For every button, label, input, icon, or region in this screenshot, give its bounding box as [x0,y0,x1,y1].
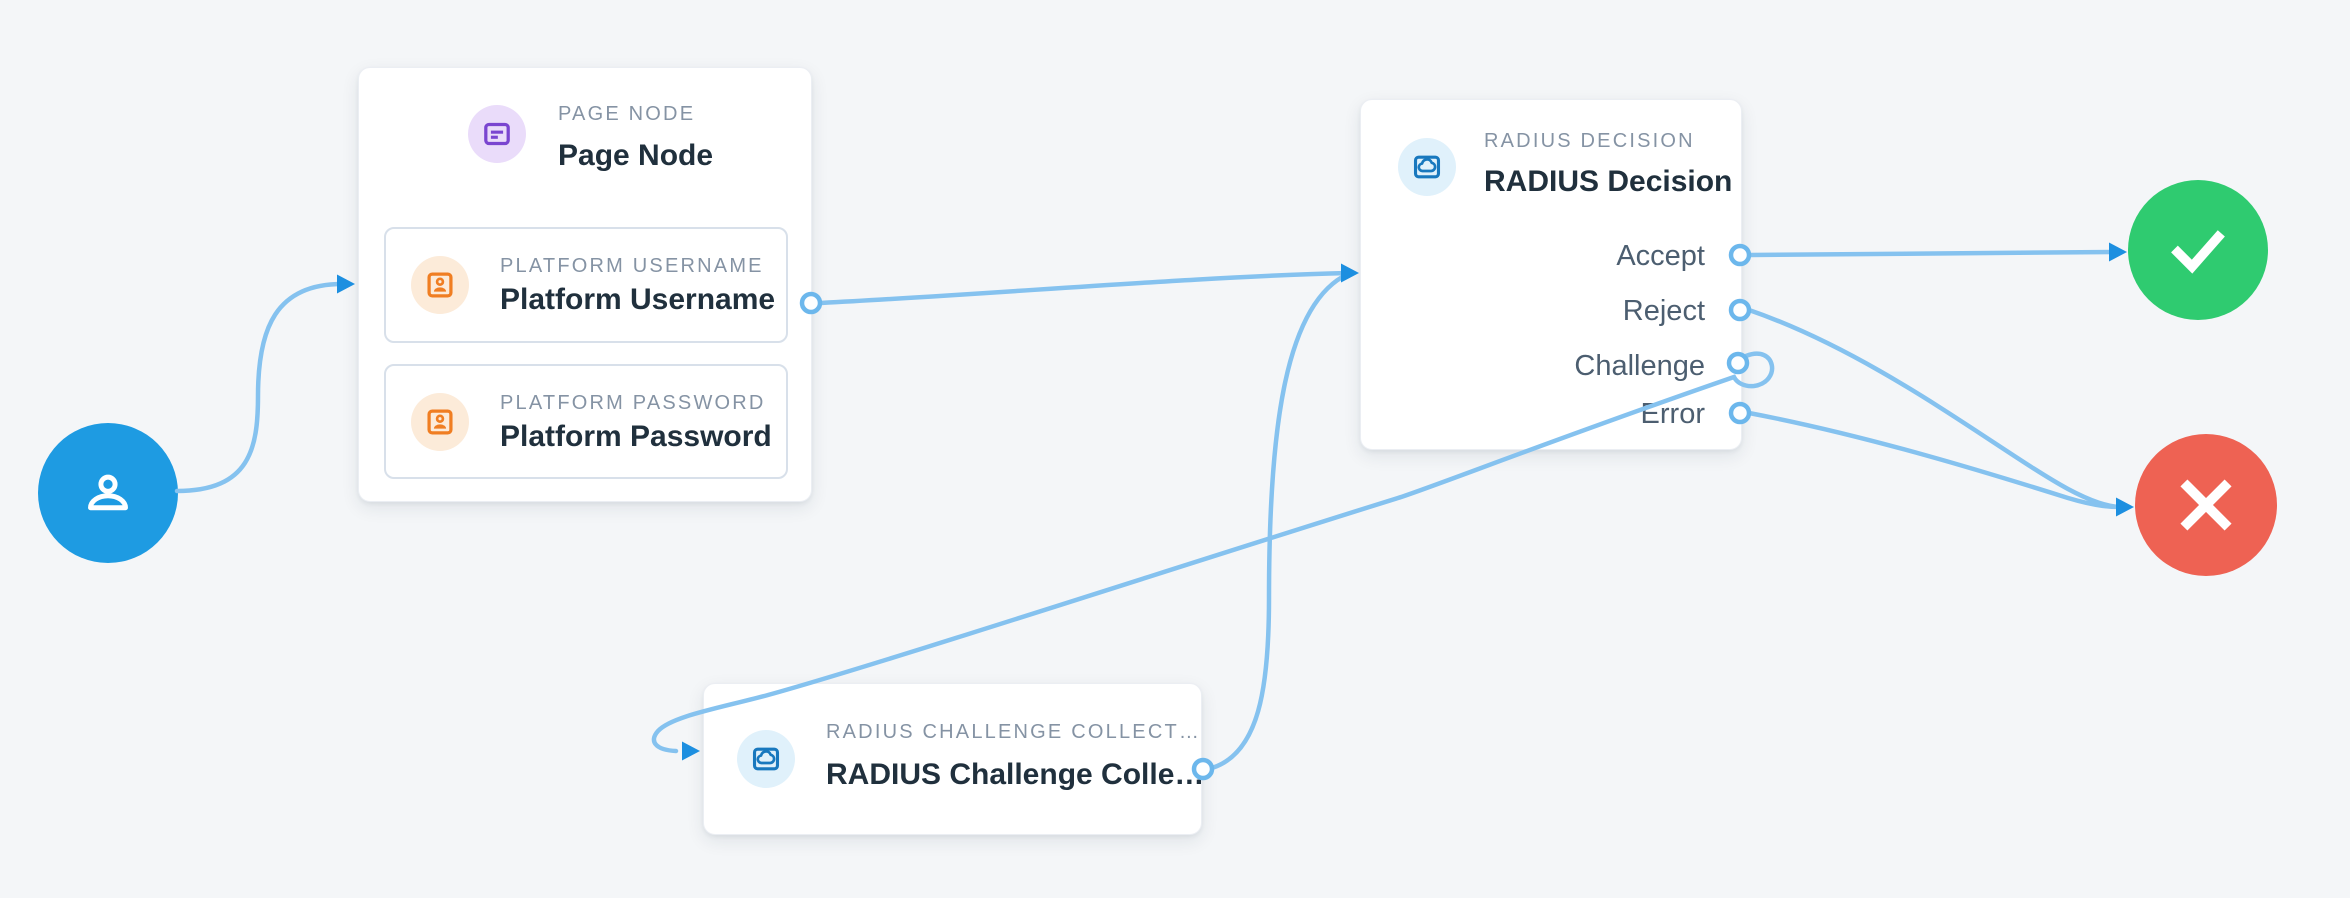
check-icon [2160,212,2236,288]
edge-challenge-to-collector[interactable] [651,351,1775,754]
platform-username-node[interactable]: PLATFORM USERNAME Platform Username [384,227,788,343]
contact-card-icon [411,393,469,451]
contact-card-icon [411,256,469,314]
radius-challenge-collector-card[interactable]: RADIUS CHALLENGE COLLECT… RADIUS Challen… [703,683,1205,835]
platform-password-type-label: PLATFORM PASSWORD [500,392,766,414]
page-node-card[interactable]: PAGE NODE Page Node PLATFORM USERNAME Pl… [358,67,812,502]
radius-challenge-collector-title: RADIUS Challenge Colle… [826,758,1205,791]
edge-error-to-failure[interactable] [1746,410,2124,510]
page-node-type-label: PAGE NODE [558,103,696,125]
x-icon [2171,470,2241,540]
port-error-out[interactable] [1728,401,1752,425]
radius-decision-title: RADIUS Decision [1484,165,1733,198]
platform-password-title: Platform Password [500,420,772,453]
page-node-title: Page Node [558,139,714,172]
page-icon [468,105,526,163]
port-platform-username-out[interactable] [799,291,823,315]
platform-password-node[interactable]: PLATFORM PASSWORD Platform Password [384,364,788,479]
success-node[interactable] [2128,180,2268,320]
edge-reject-to-failure[interactable] [1746,307,2124,510]
cloud-icon [737,730,795,788]
start-node[interactable] [38,423,178,563]
output-reject: Reject [1622,295,1705,327]
port-accept-out[interactable] [1728,243,1752,267]
port-reject-out[interactable] [1728,298,1752,322]
edge-username-to-decision[interactable] [818,270,1351,306]
output-accept: Accept [1616,240,1705,272]
arrowhead-into-collector [682,741,700,761]
radius-decision-type-label: RADIUS DECISION [1484,130,1695,152]
port-collector-out[interactable] [1191,757,1215,781]
platform-username-title: Platform Username [500,283,776,316]
radius-challenge-collector-type-label: RADIUS CHALLENGE COLLECT… [826,721,1202,743]
output-challenge: Challenge [1574,350,1705,382]
radius-decision-card[interactable]: RADIUS DECISION RADIUS Decision Accept R… [1360,99,1742,450]
output-error: Error [1640,398,1705,430]
edge-accept-to-success[interactable] [1747,249,2116,258]
failure-node[interactable] [2135,434,2277,576]
platform-username-type-label: PLATFORM USERNAME [500,255,764,277]
edge-collector-to-decision[interactable] [1209,271,1351,771]
edge-start-to-page-node[interactable] [174,281,345,494]
user-icon [73,458,143,528]
port-challenge-out[interactable] [1726,351,1750,375]
cloud-icon [1398,138,1456,196]
